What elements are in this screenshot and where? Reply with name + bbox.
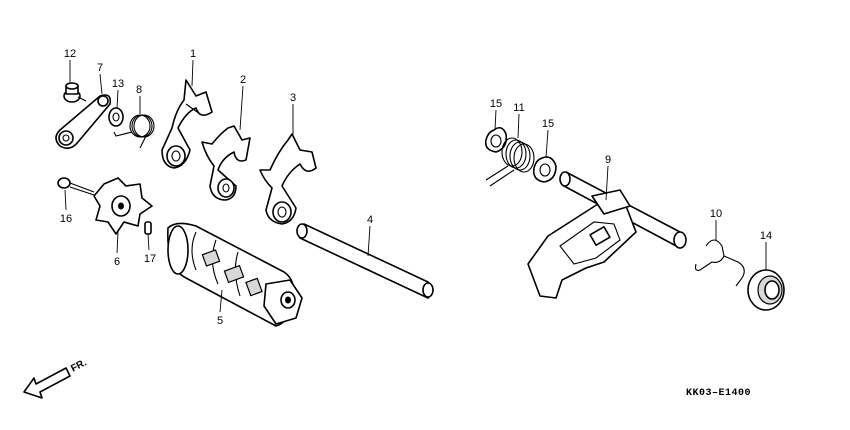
part-2-shift-fork	[201, 125, 251, 201]
callout-1: 1	[190, 48, 196, 60]
part-6-star-plate	[93, 177, 153, 235]
callout-12: 12	[64, 48, 76, 60]
part-9-shift-spindle	[527, 171, 687, 299]
part-14-oil-seal	[747, 269, 785, 311]
front-direction-arrow: FR.	[23, 357, 89, 399]
callout-3: 3	[290, 92, 296, 104]
part-15-circlip-lower	[532, 156, 557, 183]
diagram-code: KK03–E1400	[686, 388, 751, 399]
callout-4: 4	[367, 214, 373, 226]
callout-9: 9	[605, 154, 611, 166]
part-17-pin	[144, 221, 152, 235]
part-7-stopper-arm	[55, 94, 112, 150]
part-3-shift-fork	[259, 133, 317, 225]
callout-16: 16	[60, 213, 72, 225]
callout-11: 11	[513, 102, 524, 114]
part-15-circlip-upper	[484, 126, 508, 153]
front-direction-label: FR.	[69, 357, 89, 374]
callout-6: 6	[114, 256, 120, 268]
part-10-wire-spring	[694, 239, 745, 287]
callout-17: 17	[144, 253, 156, 265]
part-11-spring	[485, 137, 535, 187]
part-1-shift-fork	[161, 79, 213, 169]
callout-14: 14	[760, 230, 772, 242]
callout-15-lower: 15	[542, 118, 554, 130]
callout-5: 5	[217, 315, 223, 327]
leader-lines	[64, 59, 767, 313]
part-8-spring	[113, 114, 155, 149]
part-5-shift-drum	[167, 222, 303, 327]
callout-15-upper: 15	[490, 98, 502, 110]
callout-labels: 12 7 13 8 1 2 3 4 5 6 17 16 15 11 15 9 1…	[60, 48, 772, 327]
part-12-bolt	[63, 82, 87, 103]
part-4-fork-shaft	[296, 223, 434, 299]
callout-2: 2	[240, 74, 246, 86]
callout-10: 10	[710, 208, 722, 220]
callout-13: 13	[112, 78, 124, 90]
part-13-washer	[108, 107, 124, 127]
callout-8: 8	[136, 84, 142, 96]
part-16-bolt	[57, 177, 95, 196]
callout-7: 7	[97, 62, 103, 74]
